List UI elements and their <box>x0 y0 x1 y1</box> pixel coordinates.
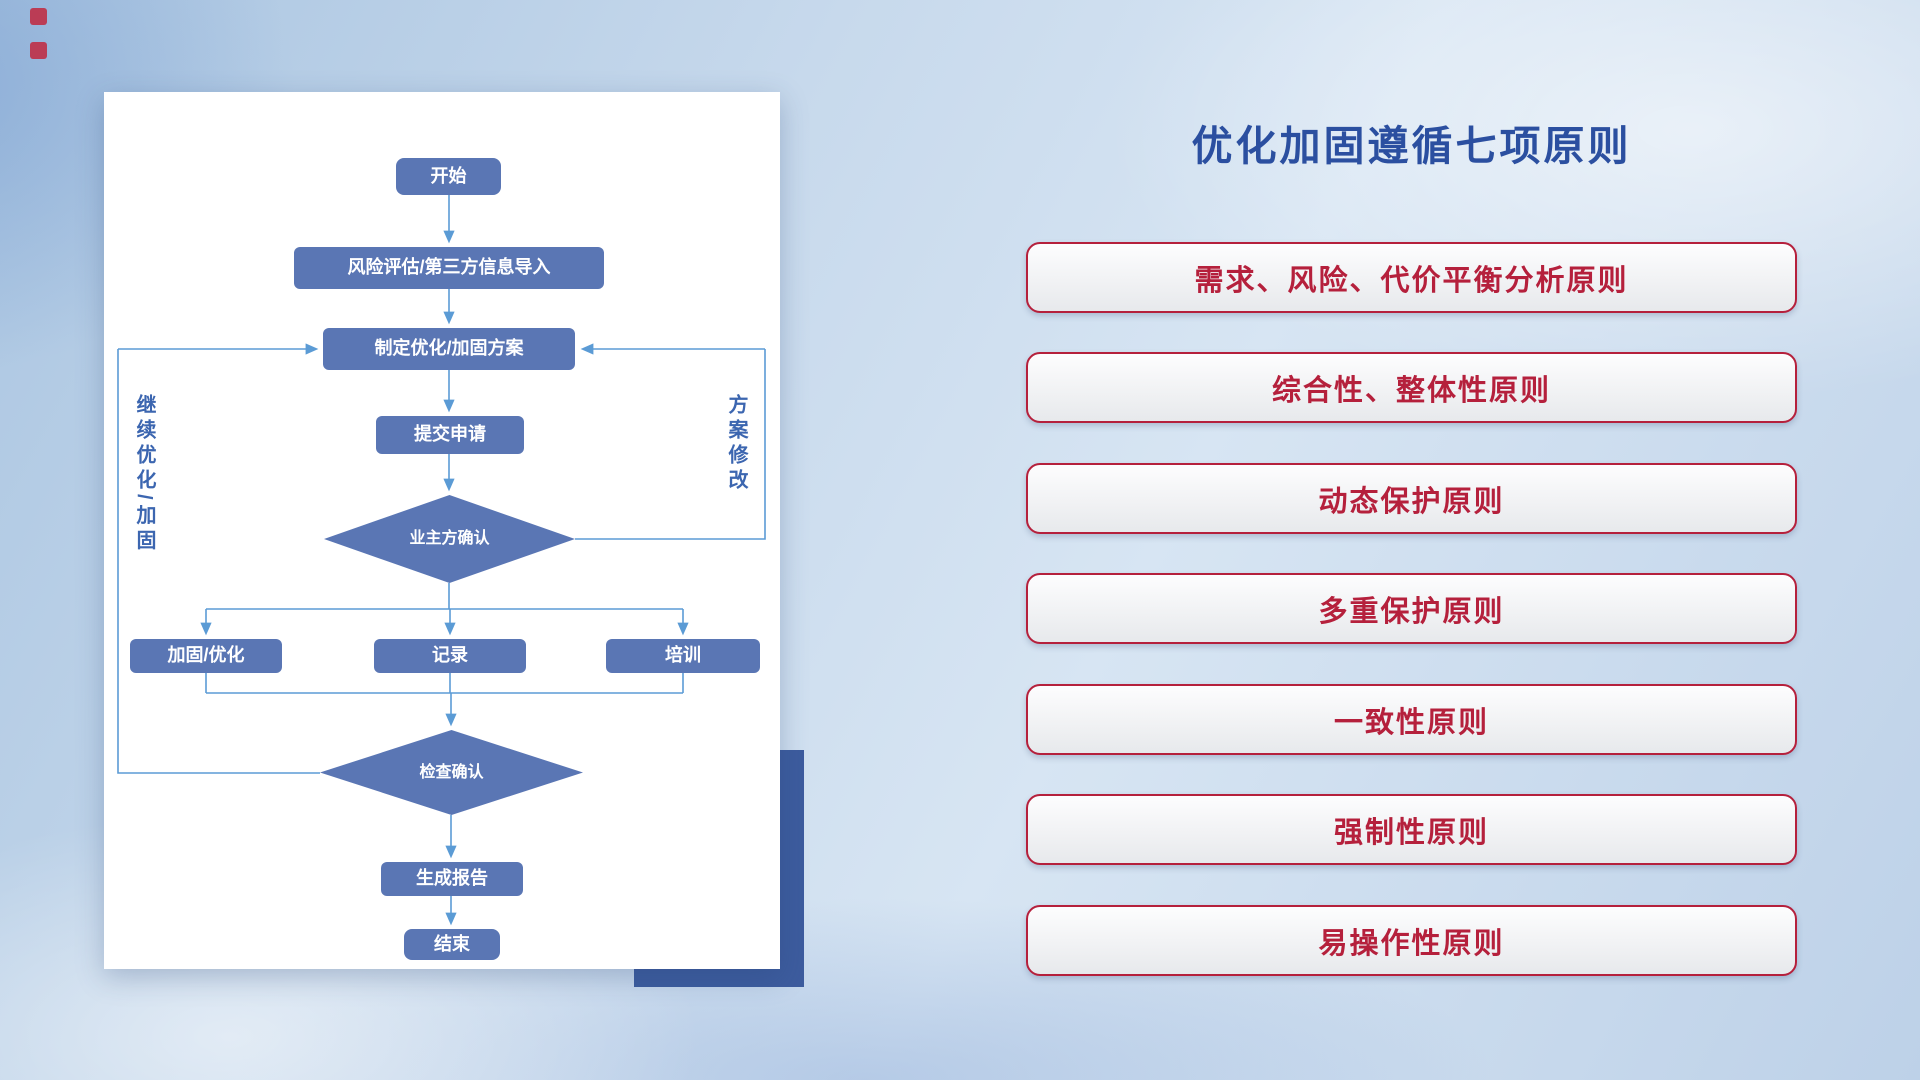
flow-node-record: 记录 <box>374 639 526 673</box>
loop-label-continue-optimize: 继续优化/加固 <box>133 394 155 555</box>
principles-title: 优化加固遵循七项原则 <box>1191 123 1632 169</box>
corner-mark-icon <box>30 42 47 59</box>
loop-label-plan-revision: 方案修改 <box>725 394 747 494</box>
principle-item-consistency: 一致性原则 <box>1026 684 1797 755</box>
principle-item-mandatory: 强制性原则 <box>1026 794 1797 865</box>
principle-item-operability: 易操作性原则 <box>1026 905 1797 976</box>
flow-node-training: 培训 <box>606 639 760 673</box>
flow-node-reinforce: 加固/优化 <box>130 639 282 673</box>
flow-node-submit: 提交申请 <box>376 416 524 454</box>
flow-node-start: 开始 <box>396 158 501 195</box>
flow-node-end: 结束 <box>404 929 500 960</box>
flow-node-report: 生成报告 <box>381 862 523 896</box>
principle-item-comprehensive: 综合性、整体性原则 <box>1026 352 1797 423</box>
principle-item-multi-protection: 多重保护原则 <box>1026 573 1797 644</box>
flow-node-check-confirm: 检查确认 <box>320 730 583 815</box>
flow-node-risk-import: 风险评估/第三方信息导入 <box>294 247 604 289</box>
principle-item-balance: 需求、风险、代价平衡分析原则 <box>1026 242 1797 313</box>
flowchart-card: 开始 风险评估/第三方信息导入 制定优化/加固方案 提交申请 业主方确认 加固/… <box>104 92 780 969</box>
corner-mark-icon <box>30 8 47 25</box>
flow-node-owner-confirm: 业主方确认 <box>324 495 575 583</box>
principle-item-dynamic-protection: 动态保护原则 <box>1026 463 1797 534</box>
flow-node-make-plan: 制定优化/加固方案 <box>323 328 575 370</box>
